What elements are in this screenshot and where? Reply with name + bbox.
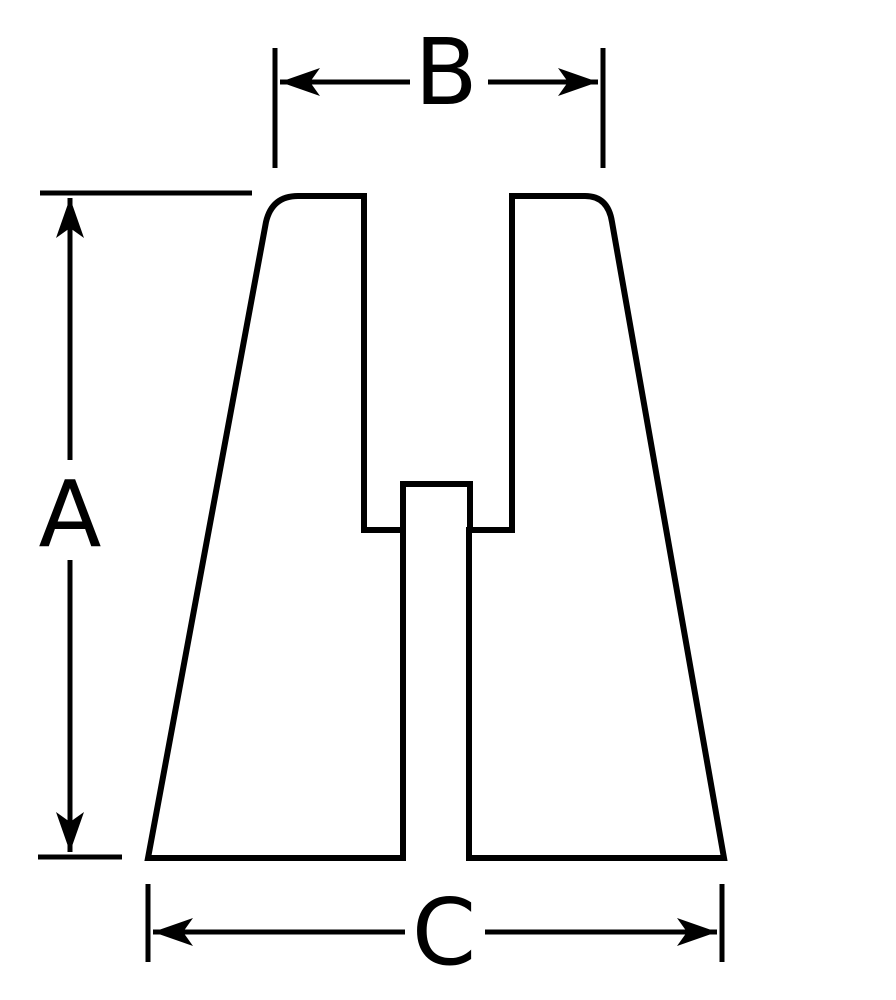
center-key-outline [400,481,473,530]
left-block-outline [144,193,406,861]
dimension-a: A [38,190,252,860]
dimension-c: C [145,879,725,986]
dimension-b-label: B [414,19,477,126]
dimension-a-label: A [39,461,102,568]
right-block-outline [466,193,728,861]
dimension-c-label: C [412,879,476,986]
dimension-b: B [272,19,606,168]
